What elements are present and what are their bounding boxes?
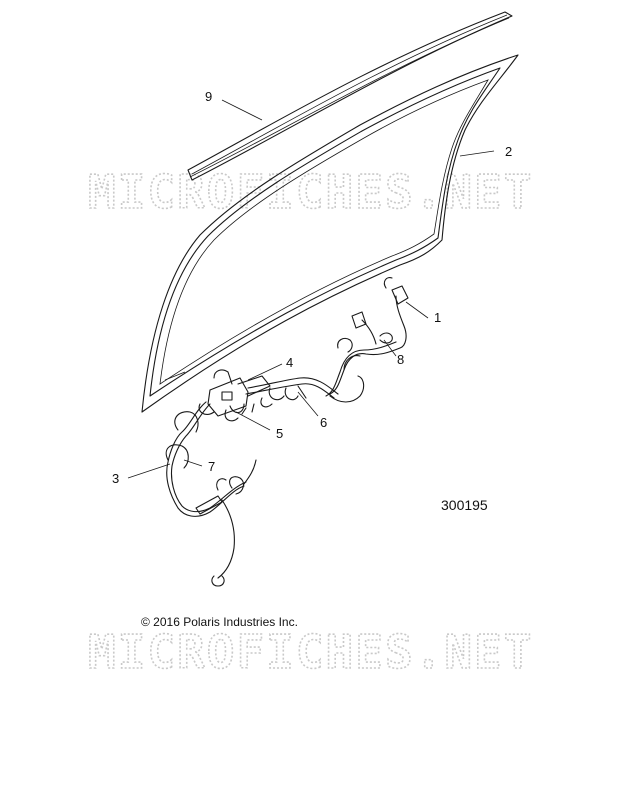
callout-1: 1 <box>434 310 441 325</box>
diagram-part-number: 300195 <box>441 497 488 513</box>
callout-2: 2 <box>505 144 512 159</box>
leader-8 <box>383 339 397 357</box>
callout-9: 9 <box>205 89 212 104</box>
callout-4: 4 <box>286 355 293 370</box>
callout-7: 7 <box>208 459 215 474</box>
leader-5 <box>235 411 271 431</box>
trim-strip-part-9 <box>187 11 513 181</box>
watermark-bottom: MICROFICHES.NET <box>88 625 533 679</box>
door-glass-part-2 <box>141 54 519 413</box>
callout-5: 5 <box>276 426 283 441</box>
leader-4 <box>247 363 283 381</box>
leader-9 <box>221 99 263 121</box>
copyright-notice: © 2016 Polaris Industries Inc. <box>141 615 298 629</box>
leader-3 <box>127 463 171 479</box>
callout-6: 6 <box>320 415 327 430</box>
callout-8: 8 <box>397 352 404 367</box>
regulator-assembly-parts-4-5 <box>198 369 271 422</box>
leader-2 <box>459 150 495 157</box>
leader-6 <box>297 391 319 417</box>
wire-harness-part-3 <box>165 401 257 587</box>
callout-3: 3 <box>112 471 119 486</box>
leader-1 <box>405 301 429 319</box>
upper-harness-parts-1-8 <box>325 277 409 403</box>
watermark-top: MICROFICHES.NET <box>88 165 533 219</box>
leader-7 <box>183 459 203 467</box>
leader-lines <box>127 99 495 479</box>
regulator-cable-part-6 <box>241 377 339 415</box>
